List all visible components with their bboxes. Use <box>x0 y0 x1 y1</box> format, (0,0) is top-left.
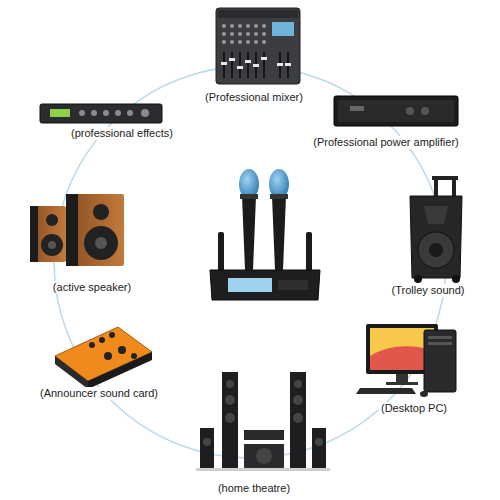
effects-picture <box>40 104 162 123</box>
device-caption: (active speaker) <box>51 281 133 294</box>
sound-card-picture <box>55 327 152 389</box>
home-theatre-picture <box>196 372 330 471</box>
speaker-pair-picture <box>30 194 124 266</box>
desktop-pc-picture <box>356 324 456 397</box>
device-caption: (Trolley sound) <box>390 284 467 297</box>
amplifier-picture <box>334 96 458 126</box>
trolley-speaker-picture <box>410 176 462 283</box>
device-caption: (Desktop PC) <box>379 402 449 415</box>
wireless-mic-picture <box>210 169 320 300</box>
device-caption: (Professional mixer) <box>203 91 305 104</box>
device-caption: (home theatre) <box>216 482 292 495</box>
device-caption: (Announcer sound card) <box>38 387 160 400</box>
device-caption: (professional effects) <box>69 127 175 140</box>
mixer-picture <box>216 8 300 84</box>
device-caption: (Professional power amplifier) <box>311 136 461 149</box>
